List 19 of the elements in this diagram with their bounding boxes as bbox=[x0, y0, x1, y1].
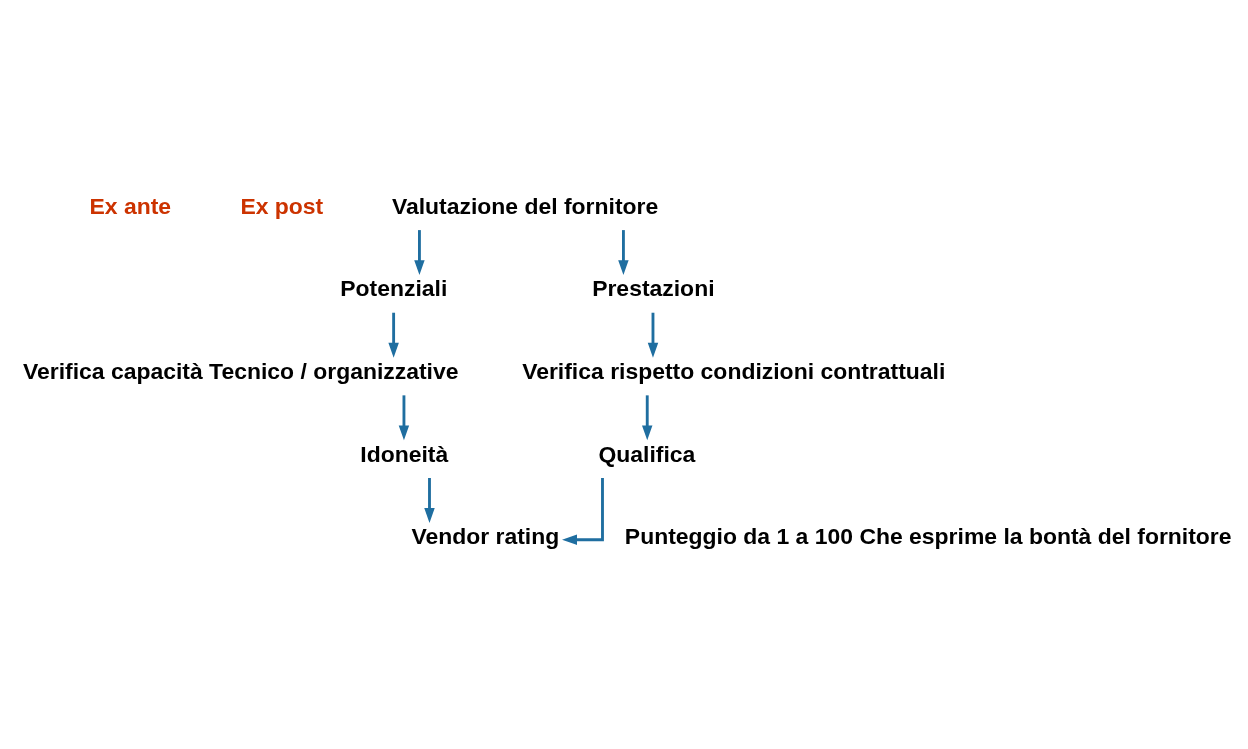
arrow bbox=[388, 312, 399, 358]
label: Ex ante bbox=[89, 192, 172, 219]
arrow bbox=[618, 230, 629, 276]
node-text: Prestazioni bbox=[592, 275, 715, 302]
label: Ex post bbox=[240, 192, 324, 219]
node-text: Vendor rating bbox=[411, 523, 560, 550]
arrow bbox=[424, 478, 435, 523]
arrow bbox=[647, 312, 659, 358]
node-text: Idoneità bbox=[360, 440, 449, 467]
arrow bbox=[642, 395, 653, 441]
arrow bbox=[414, 230, 425, 276]
node-label: Punteggio da 1 a 100 Che esprime la bontà del fornitore bbox=[624, 523, 1232, 550]
node-text: Verifica rispetto condizioni contrattuali bbox=[522, 358, 946, 385]
node-text: Valutazione del fornitore bbox=[391, 192, 659, 219]
node-text: Qualifica bbox=[598, 440, 696, 467]
node-text: Verifica capacità Tecnico / organizzative bbox=[22, 358, 459, 385]
arrow bbox=[398, 395, 410, 441]
node-text: Potenziali bbox=[340, 275, 448, 302]
arrow bbox=[562, 478, 604, 545]
